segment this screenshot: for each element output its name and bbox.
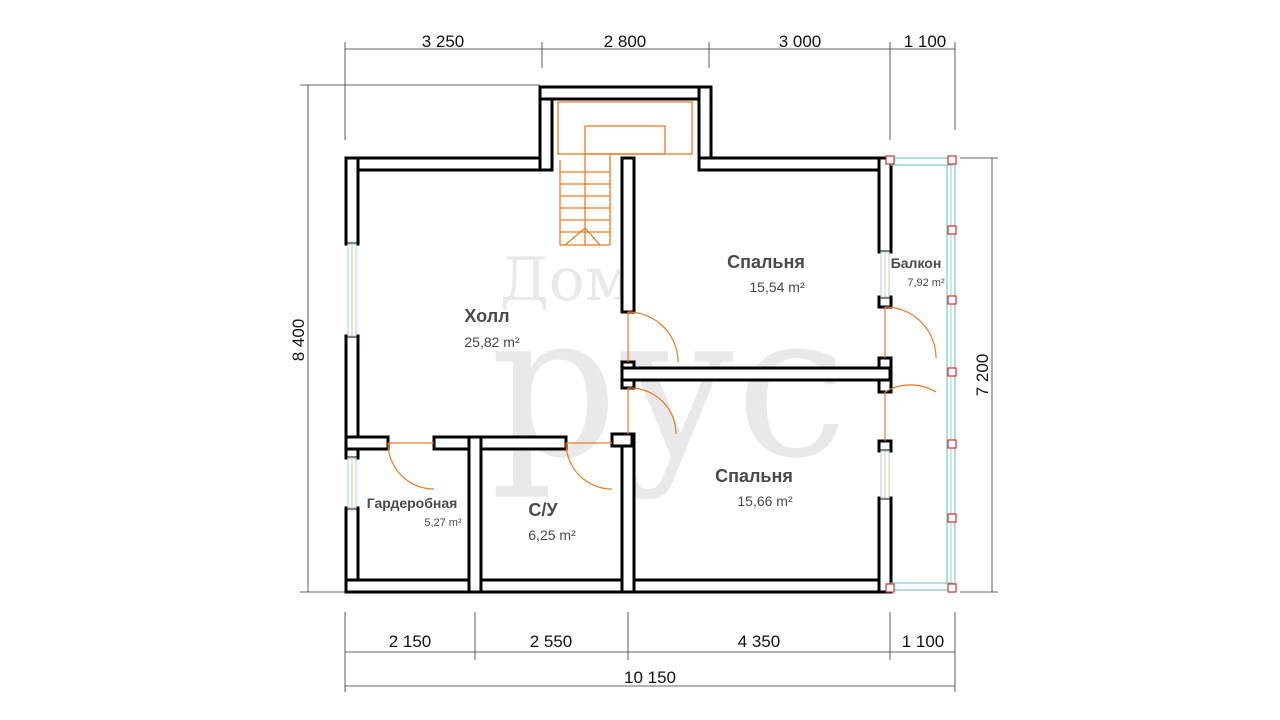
room-balcony-area: 7,92 m² bbox=[907, 277, 945, 289]
wall-interior-vertical-bottom bbox=[620, 432, 636, 594]
dim-top-3: 3 000 bbox=[779, 32, 822, 51]
wall-right-4 bbox=[877, 439, 893, 453]
dimension-left: 8 400 bbox=[289, 84, 540, 593]
wall-interior-vertical-top bbox=[620, 156, 636, 314]
watermark-top: Дом bbox=[500, 245, 632, 315]
door-balcony-bottom bbox=[884, 384, 937, 441]
door-bedroom-top bbox=[627, 311, 679, 363]
room-hall-area: 25,82 m² bbox=[464, 334, 520, 350]
dim-top-1: 3 250 bbox=[422, 32, 465, 51]
room-bathroom-area: 6,25 m² bbox=[528, 527, 576, 543]
doors bbox=[387, 306, 937, 490]
room-wardrobe-area: 5,27 m² bbox=[424, 517, 462, 529]
wall-right-1 bbox=[877, 156, 893, 254]
wall-wardrobe-top-right bbox=[432, 435, 568, 451]
dim-bottom-4: 1 100 bbox=[902, 632, 945, 651]
wall-wardrobe-top-left bbox=[344, 435, 390, 451]
wall-right-2 bbox=[877, 295, 893, 309]
wall-left-1 bbox=[344, 156, 360, 246]
dim-bottom-3: 4 350 bbox=[738, 632, 781, 651]
wall-right-5 bbox=[877, 496, 893, 594]
room-bedroom-top-area: 15,54 m² bbox=[749, 279, 805, 295]
wall-top-right bbox=[697, 156, 893, 172]
dimension-top: 3 250 2 800 3 000 1 100 bbox=[344, 32, 956, 140]
wall-stair-top bbox=[538, 85, 713, 101]
room-wardrobe-name: Гардеробная bbox=[367, 495, 458, 511]
wall-wardrobe-bath bbox=[467, 435, 483, 594]
balcony-railing bbox=[885, 155, 957, 593]
wall-interior-stub-2 bbox=[610, 432, 634, 448]
room-balcony-name: Балкон bbox=[891, 255, 942, 271]
walls bbox=[344, 85, 893, 594]
dim-bottom-2: 2 550 bbox=[530, 632, 573, 651]
wall-top-left bbox=[344, 156, 546, 172]
dim-right: 7 200 bbox=[973, 354, 992, 397]
dim-top-4: 1 100 bbox=[904, 32, 947, 51]
windows bbox=[347, 243, 890, 509]
door-bedroom-bottom bbox=[627, 387, 677, 435]
door-balcony-top bbox=[884, 306, 937, 359]
room-bedroom-bottom-area: 15,66 m² bbox=[737, 493, 793, 509]
wall-bottom bbox=[344, 578, 893, 594]
dimension-bottom: 2 150 2 550 4 350 1 100 10 150 bbox=[344, 612, 956, 692]
watermark-bottom: рус bbox=[490, 270, 848, 503]
dimension-right: 7 200 bbox=[960, 157, 998, 593]
room-bedroom-bottom-name: Спальня bbox=[715, 466, 793, 486]
dim-bottom-1: 2 150 bbox=[389, 632, 432, 651]
dim-top-2: 2 800 bbox=[604, 32, 647, 51]
door-wardrobe bbox=[387, 442, 435, 490]
room-bedroom-top-name: Спальня bbox=[727, 252, 805, 272]
room-labels: Холл 25,82 m² Спальня 15,54 m² Спальня 1… bbox=[367, 252, 945, 543]
dim-total: 10 150 bbox=[624, 668, 676, 687]
staircase bbox=[557, 101, 693, 246]
door-bathroom bbox=[565, 442, 613, 490]
wall-between-bedrooms bbox=[620, 366, 892, 382]
dim-left: 8 400 bbox=[289, 319, 308, 362]
watermark: Дом рус bbox=[490, 245, 848, 503]
room-hall-name: Холл bbox=[464, 306, 509, 326]
room-bathroom-name: С/У bbox=[528, 500, 558, 520]
